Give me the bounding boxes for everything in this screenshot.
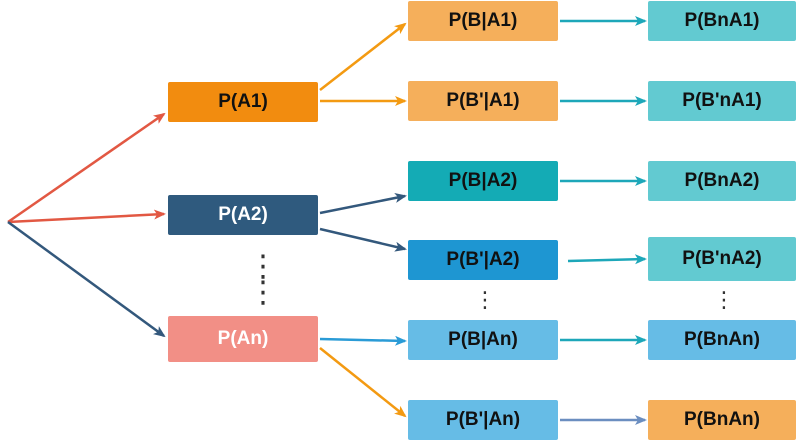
node-p-a2: P(A2) — [168, 195, 318, 235]
node-p-b-and-an: P(BnAn) — [648, 320, 796, 360]
edge-a1-b — [319, 22, 407, 91]
node-p-b-given-a2: P(B|A2) — [408, 161, 558, 201]
edge-bpa2-bpna2 — [567, 254, 647, 265]
node-p-bprime-given-a2: P(B'|A2) — [408, 240, 558, 280]
edge-root-a1 — [7, 112, 166, 224]
edge-an-b — [319, 335, 407, 346]
node-p-a1: P(A1) — [168, 82, 318, 122]
edge-an-bp — [319, 347, 407, 418]
edge-a2-b — [319, 193, 407, 215]
node-p-bprime-given-an: P(B'|An) — [408, 400, 558, 440]
edge-root-an — [7, 220, 166, 338]
edge-root-a2 — [7, 209, 166, 224]
node-p-bprime-and-an: P(BnAn) — [648, 400, 796, 440]
node-p-an: P(An) — [168, 316, 318, 362]
node-p-bprime-and-a1: P(B'nA1) — [648, 81, 796, 121]
node-p-b-given-an: P(B|An) — [408, 320, 558, 360]
node-p-b-given-a1: P(B|A1) — [408, 1, 558, 41]
ellipsis-level2: ⋮ — [474, 288, 496, 313]
node-p-b-and-a1: P(BnA1) — [648, 1, 796, 41]
node-p-bprime-given-a1: P(B'|A1) — [408, 81, 558, 121]
ellipsis-level1-lower: ⋮ — [248, 275, 278, 310]
node-p-b-and-a2: P(BnA2) — [648, 161, 796, 201]
node-p-bprime-and-a2: P(B'nA2) — [648, 237, 796, 281]
ellipsis-level3: ⋮ — [713, 288, 735, 313]
edge-a2-bp — [319, 227, 407, 252]
